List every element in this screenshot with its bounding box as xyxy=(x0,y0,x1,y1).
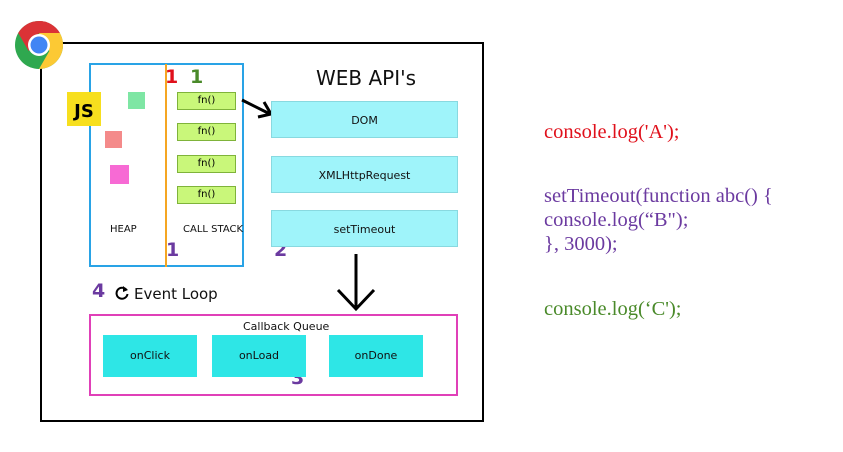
stack-frame: fn() xyxy=(177,186,236,204)
code-line-c: console.log(‘C'); xyxy=(544,298,682,320)
refresh-icon xyxy=(115,286,129,300)
step-marker-4: 4 xyxy=(92,280,106,302)
heap-label: HEAP xyxy=(110,224,137,235)
stack-frame: fn() xyxy=(177,123,236,141)
web-api-title: WEB API's xyxy=(316,66,417,90)
heap-object xyxy=(110,165,129,184)
queue-item-ondone: onDone xyxy=(329,335,423,377)
step-marker-purple: 1 xyxy=(166,239,180,261)
browser-frame xyxy=(40,42,484,422)
code-line-b1: setTimeout(function abc() { xyxy=(544,185,773,207)
step-marker-green: 1 xyxy=(190,66,204,88)
arrow-down-icon xyxy=(336,254,376,312)
web-api-xhr: XMLHttpRequest xyxy=(271,156,458,193)
heap-object xyxy=(128,92,145,109)
code-line-b3: }, 3000); xyxy=(544,233,618,255)
stack-frame: fn() xyxy=(177,92,236,110)
web-api-settimeout: setTimeout xyxy=(271,210,458,247)
stack-frame: fn() xyxy=(177,155,236,173)
heap-object xyxy=(105,131,122,148)
callback-queue-title: Callback Queue xyxy=(243,320,330,333)
web-api-dom: DOM xyxy=(271,101,458,138)
call-stack-label: CALL STACK xyxy=(183,224,244,235)
event-loop: Event Loop xyxy=(114,285,218,303)
callback-queue-box xyxy=(89,314,458,396)
step-marker-red: 1 xyxy=(165,66,179,88)
heap-stack-divider xyxy=(165,64,167,267)
code-line-b2: console.log(“B"); xyxy=(544,209,689,231)
queue-item-onload: onLoad xyxy=(212,335,306,377)
js-logo-icon: JS xyxy=(67,92,101,126)
code-line-a: console.log('A'); xyxy=(544,121,680,143)
event-loop-label: Event Loop xyxy=(134,285,218,303)
queue-item-onclick: onClick xyxy=(103,335,197,377)
chrome-logo-icon xyxy=(15,20,64,70)
